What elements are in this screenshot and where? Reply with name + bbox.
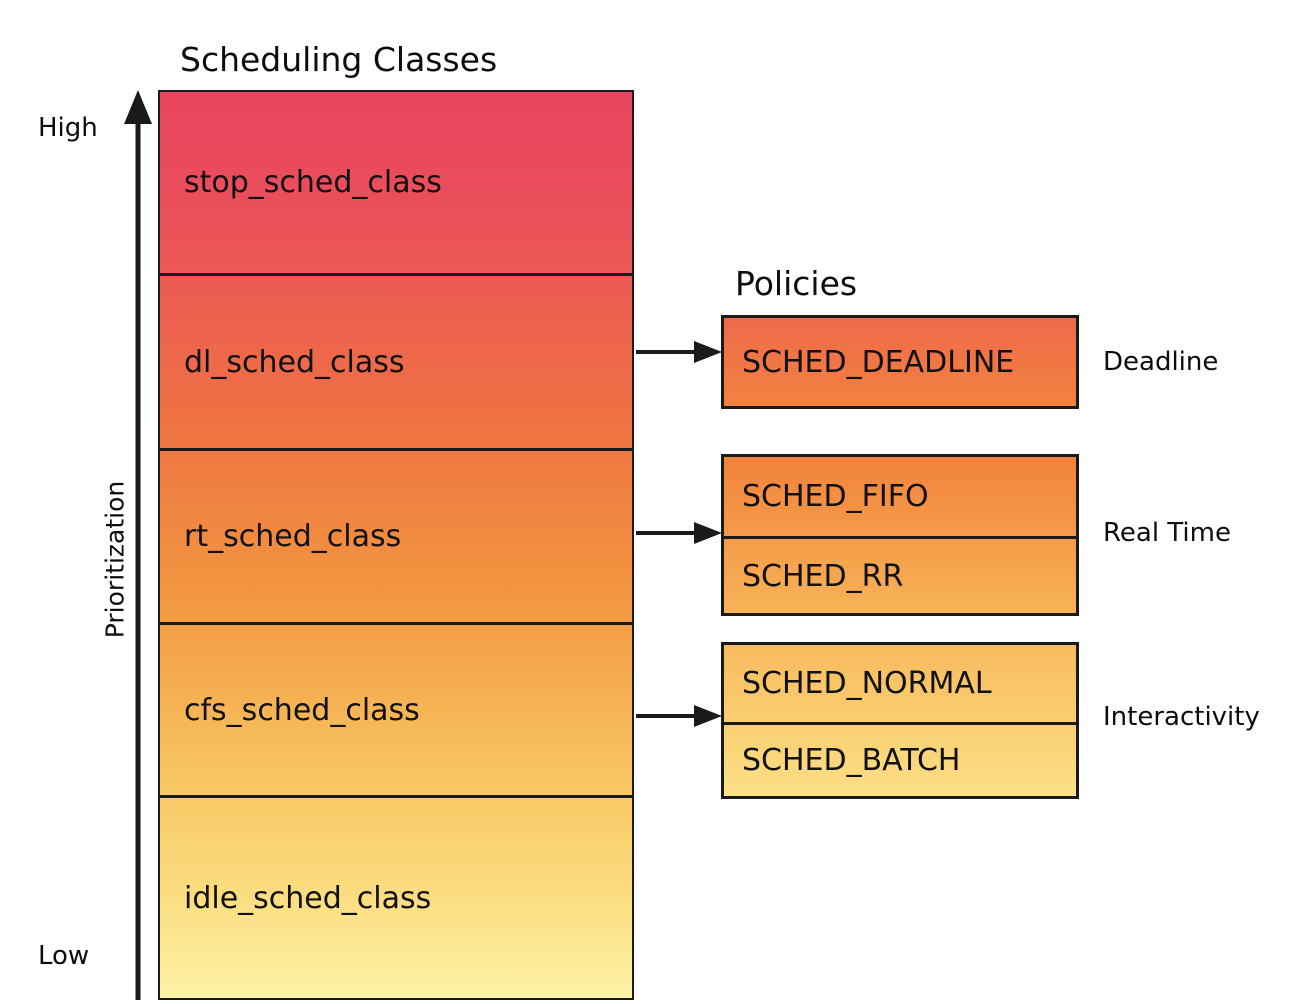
scheduling-class-stack: [158, 90, 634, 1000]
axis-label-low: Low: [38, 941, 90, 971]
scheduling-class-dl-sched-class[interactable]: dl_sched_class: [158, 273, 634, 448]
policy-group-side-label-deadline: Deadline: [1103, 347, 1219, 377]
policy-group-deadline: SCHED_DEADLINE: [721, 315, 1079, 409]
policy-label: SCHED_NORMAL: [742, 666, 992, 701]
scheduling-class-label: cfs_sched_class: [184, 692, 420, 728]
policy-group-side-label-realtime: Real Time: [1103, 518, 1231, 548]
right-arrow-icon: [636, 341, 722, 363]
up-arrow-icon: [124, 90, 152, 1000]
scheduling-class-label: dl_sched_class: [184, 344, 405, 380]
right-arrow-icon: [636, 522, 722, 544]
policy-label: SCHED_DEADLINE: [742, 344, 1015, 380]
scheduling-class-stop-sched-class[interactable]: stop_sched_class: [158, 92, 634, 273]
scheduling-class-label: idle_sched_class: [184, 880, 432, 916]
section-title-policies: Policies: [735, 264, 858, 303]
scheduling-class-label: stop_sched_class: [184, 165, 442, 200]
page-title-scheduling-classes: Scheduling Classes: [180, 40, 498, 79]
scheduling-class-label: rt_sched_class: [184, 519, 402, 554]
policy-sched-fifo[interactable]: SCHED_FIFO: [724, 457, 1076, 536]
policy-group-side-label-interactivity: Interactivity: [1103, 702, 1260, 732]
policy-label: SCHED_FIFO: [742, 479, 929, 514]
policy-group-realtime: SCHED_FIFO SCHED_RR: [721, 454, 1079, 616]
policy-group-interactivity: SCHED_NORMAL SCHED_BATCH: [721, 642, 1079, 799]
policy-sched-deadline[interactable]: SCHED_DEADLINE: [724, 318, 1076, 406]
scheduling-class-idle-sched-class[interactable]: idle_sched_class: [158, 795, 634, 998]
scheduling-class-rt-sched-class[interactable]: rt_sched_class: [158, 448, 634, 622]
policy-label: SCHED_RR: [742, 558, 904, 594]
policy-sched-normal[interactable]: SCHED_NORMAL: [724, 645, 1076, 722]
policy-sched-rr[interactable]: SCHED_RR: [724, 536, 1076, 613]
axis-title-prioritization: Prioritization: [100, 480, 130, 639]
right-arrow-icon: [636, 705, 722, 727]
scheduling-class-cfs-sched-class[interactable]: cfs_sched_class: [158, 622, 634, 795]
policy-sched-batch[interactable]: SCHED_BATCH: [724, 722, 1076, 796]
axis-label-high: High: [38, 113, 98, 143]
policy-label: SCHED_BATCH: [742, 743, 961, 778]
